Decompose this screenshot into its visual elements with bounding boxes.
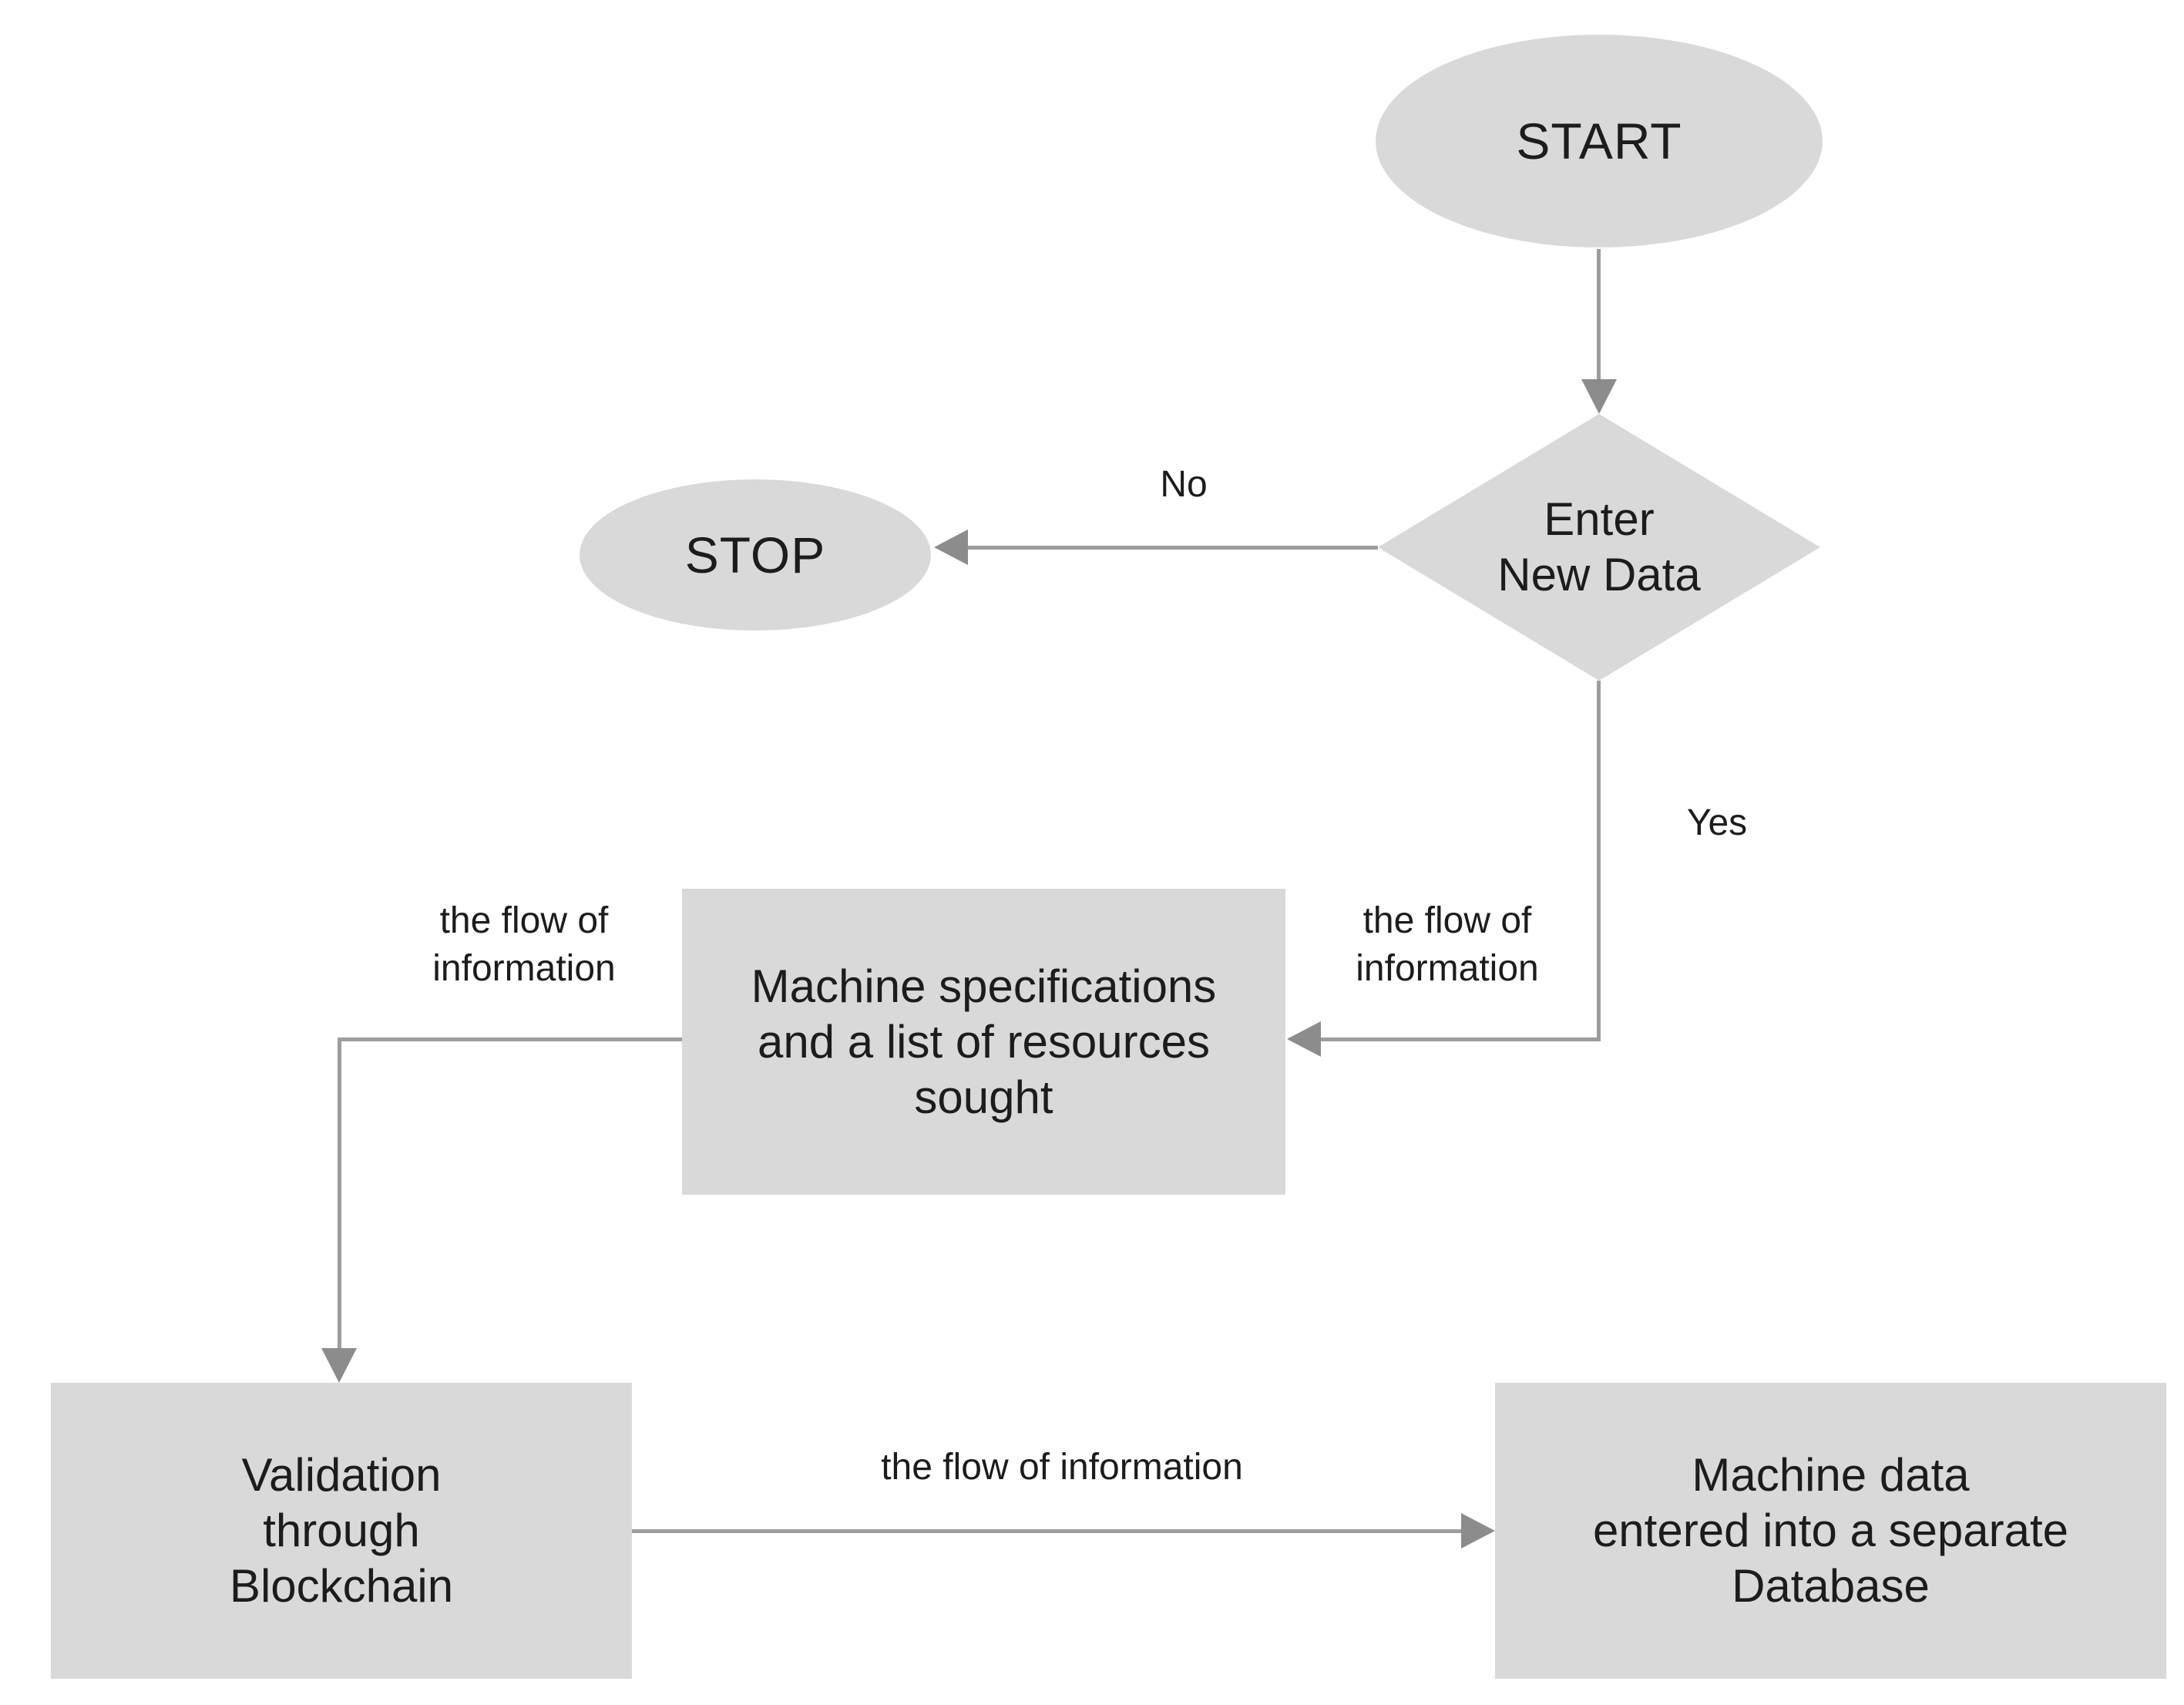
validation-node-label: Validation through Blockchain — [229, 1449, 454, 1612]
flow-arrow-decision-to-machine-horizontal — [1321, 1037, 1601, 1041]
stop-node: STOP — [580, 479, 931, 631]
no-edge-label: No — [1160, 464, 1208, 505]
flow-arrow-start-to-decision — [1597, 249, 1601, 380]
database-node: Machine data entered into a separate Dat… — [1495, 1383, 2166, 1679]
start-node-label: START — [1516, 113, 1682, 170]
flow-of-information-label-right: the flow of information — [1356, 900, 1539, 990]
flow-arrow-decision-to-stop — [968, 546, 1378, 550]
flow-arrow-machine-to-validation-vertical — [338, 1037, 341, 1349]
arrowhead-right-icon — [1461, 1513, 1495, 1549]
arrowhead-left-icon — [1287, 1021, 1321, 1057]
start-node: START — [1376, 35, 1823, 247]
arrowhead-down-icon — [1581, 379, 1617, 414]
flow-arrow-decision-to-machine-vertical — [1597, 681, 1601, 1041]
flow-of-information-label-left: the flow of information — [432, 900, 616, 990]
yes-edge-label: Yes — [1686, 802, 1748, 843]
decision-node-label: Enter New Data — [1497, 493, 1701, 600]
machine-specs-node-label: Machine specifications and a list of res… — [751, 960, 1217, 1123]
decision-node: Enter New Data — [1378, 414, 1820, 681]
validation-node: Validation through Blockchain — [51, 1383, 632, 1679]
arrowhead-left-icon — [934, 530, 968, 565]
stop-node-label: STOP — [684, 526, 826, 583]
database-node-label: Machine data entered into a separate Dat… — [1592, 1449, 2069, 1612]
flow-arrow-validation-to-database — [632, 1529, 1463, 1533]
machine-specs-node: Machine specifications and a list of res… — [682, 889, 1285, 1195]
flow-of-information-label-bottom: the flow of information — [881, 1447, 1243, 1488]
arrowhead-down-icon — [321, 1348, 357, 1383]
flow-arrow-machine-to-validation-horizontal — [339, 1037, 682, 1041]
